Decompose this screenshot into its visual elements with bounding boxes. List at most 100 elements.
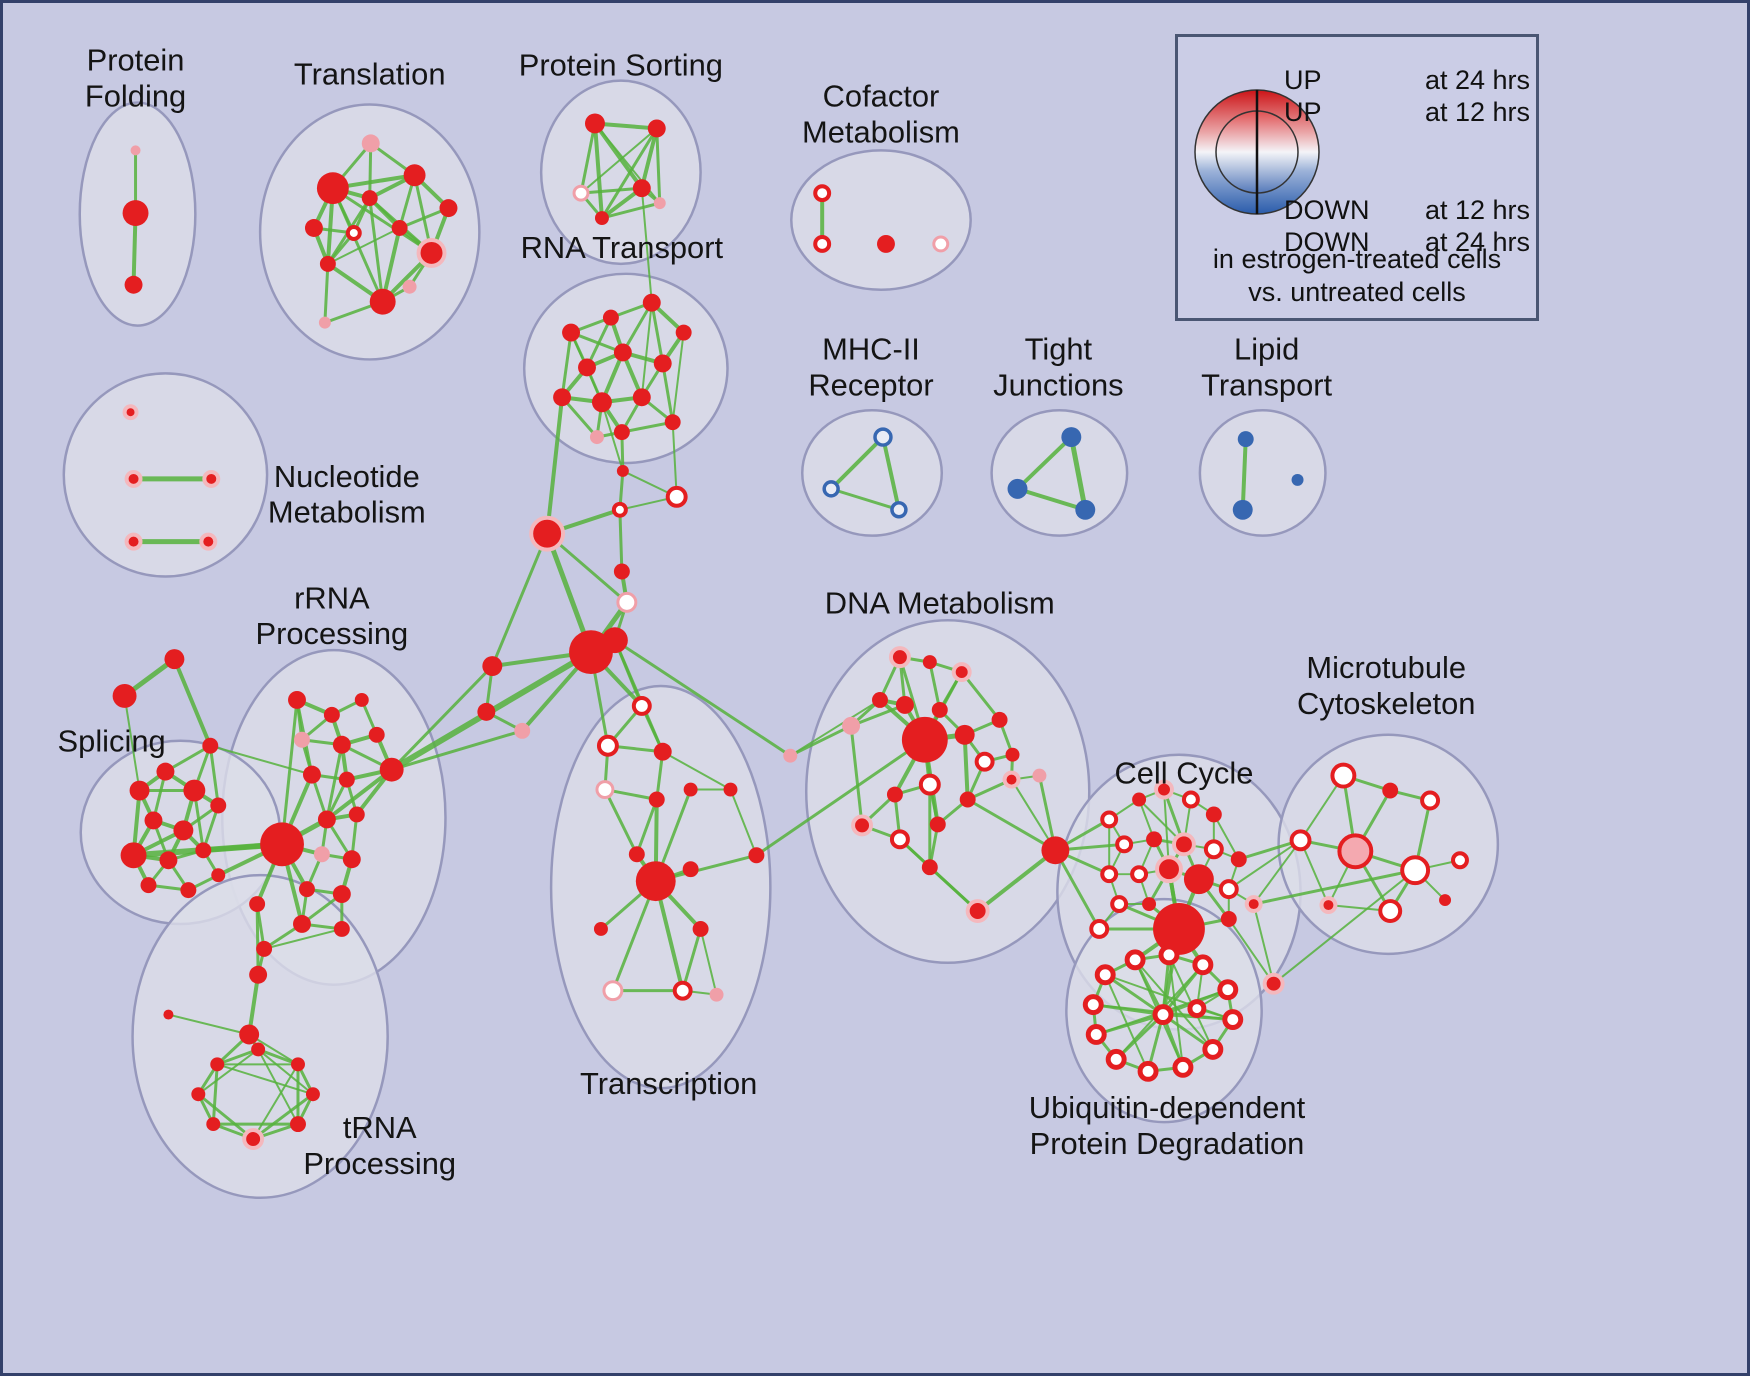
- network-node: [954, 724, 975, 745]
- network-node: [613, 424, 630, 441]
- network-node: [195, 842, 212, 859]
- network-node: [348, 806, 365, 823]
- network-edge: [1227, 839, 1302, 891]
- network-node: [144, 811, 163, 830]
- network-node: [345, 225, 362, 241]
- cluster-ellipse-nucleotide-metabolism: [62, 372, 269, 578]
- network-edge: [196, 1092, 255, 1141]
- network-edge: [256, 1047, 300, 1066]
- network-node: [1085, 1024, 1107, 1045]
- network-node: [1061, 427, 1082, 448]
- network-node: [631, 695, 652, 716]
- legend-note-line1: in estrogen-treated cells: [1212, 244, 1502, 274]
- network-edge: [325, 743, 344, 821]
- network-edge: [1091, 1003, 1165, 1017]
- network-node: [653, 197, 666, 210]
- network-edge: [788, 724, 853, 758]
- network-node: [130, 145, 141, 156]
- network-node: [889, 829, 910, 850]
- legend-word: DOWN: [1284, 195, 1370, 225]
- network-node: [596, 734, 619, 757]
- network-node: [1115, 835, 1134, 854]
- network-node: [316, 172, 349, 205]
- network-edge: [621, 301, 654, 354]
- network-node: [124, 275, 143, 294]
- network-node: [1075, 499, 1096, 520]
- cluster-label-line: Cell Cycle: [1114, 756, 1253, 791]
- network-node: [1218, 879, 1239, 900]
- network-node: [589, 430, 604, 445]
- network-node: [1382, 782, 1399, 799]
- network-edge: [211, 1062, 219, 1126]
- network-edge: [1053, 848, 1101, 931]
- cluster-label-line: Splicing: [58, 724, 166, 759]
- network-node: [180, 882, 197, 899]
- network-node: [332, 735, 351, 754]
- network-node: [901, 716, 948, 763]
- network-node: [682, 861, 699, 878]
- network-node: [613, 343, 632, 362]
- cluster-label-line: Processing: [256, 616, 409, 651]
- network-node: [628, 846, 645, 863]
- cluster-label-line: RNA Transport: [521, 230, 724, 265]
- network-edge: [975, 848, 1058, 914]
- network-node: [1137, 1060, 1159, 1082]
- network-node: [1203, 839, 1224, 860]
- network-node: [553, 388, 572, 407]
- cluster-label-dna-metabolism: DNA Metabolism: [825, 585, 1055, 620]
- cluster-label-protein-sorting: Protein Sorting: [519, 48, 723, 83]
- network-edge: [729, 788, 758, 857]
- network-node: [391, 220, 408, 236]
- network-node: [932, 235, 950, 253]
- network-node: [260, 822, 304, 867]
- network-node: [1187, 999, 1207, 1019]
- network-edge: [247, 972, 261, 1037]
- network-edge: [569, 331, 625, 354]
- network-node: [1220, 911, 1237, 927]
- network-edge: [1299, 839, 1330, 907]
- network-node: [293, 731, 310, 748]
- network-node: [653, 742, 672, 761]
- network-node: [886, 786, 903, 803]
- network-edge: [699, 927, 718, 996]
- cluster-ellipse-mhc-ii-receptor: [801, 408, 944, 537]
- network-node: [683, 782, 698, 797]
- network-node: [888, 646, 911, 669]
- cluster-label-line: Junctions: [993, 367, 1123, 402]
- network-edge: [1212, 813, 1240, 861]
- network-node: [1400, 855, 1431, 886]
- network-node: [342, 850, 361, 869]
- legend-time: at 12 hrs: [1424, 195, 1530, 225]
- network-node: [1153, 903, 1205, 955]
- network-node: [648, 791, 665, 808]
- network-node: [895, 695, 914, 714]
- network-edge: [1252, 868, 1417, 906]
- cluster-label-translation: Translation: [294, 57, 446, 92]
- network-node: [931, 701, 948, 718]
- cluster-label-line: tRNA: [343, 1110, 417, 1145]
- network-node: [1181, 790, 1200, 809]
- network-node: [122, 404, 139, 421]
- network-node: [1217, 979, 1239, 1001]
- cluster-label-line: Cytoskeleton: [1297, 686, 1475, 721]
- network-node: [439, 199, 458, 218]
- network-edge: [545, 395, 565, 536]
- network-node: [482, 656, 503, 677]
- network-edge: [215, 1047, 260, 1066]
- network-node: [1289, 829, 1312, 852]
- network-edge: [592, 121, 659, 131]
- network-node: [1152, 1004, 1174, 1026]
- network-node: [416, 237, 447, 268]
- legend-row-down-12: DOWN at 12 hrs: [1284, 195, 1530, 226]
- network-edge: [880, 435, 901, 512]
- network-edge: [966, 798, 1057, 852]
- network-node: [1154, 779, 1174, 800]
- network-edge: [326, 227, 401, 265]
- legend-row-up-24: UP at 24 hrs: [1284, 65, 1530, 96]
- network-node: [369, 288, 396, 315]
- network-node: [822, 480, 840, 498]
- network-node: [1237, 431, 1254, 448]
- network-edge: [585, 316, 613, 369]
- network-node: [1232, 499, 1253, 520]
